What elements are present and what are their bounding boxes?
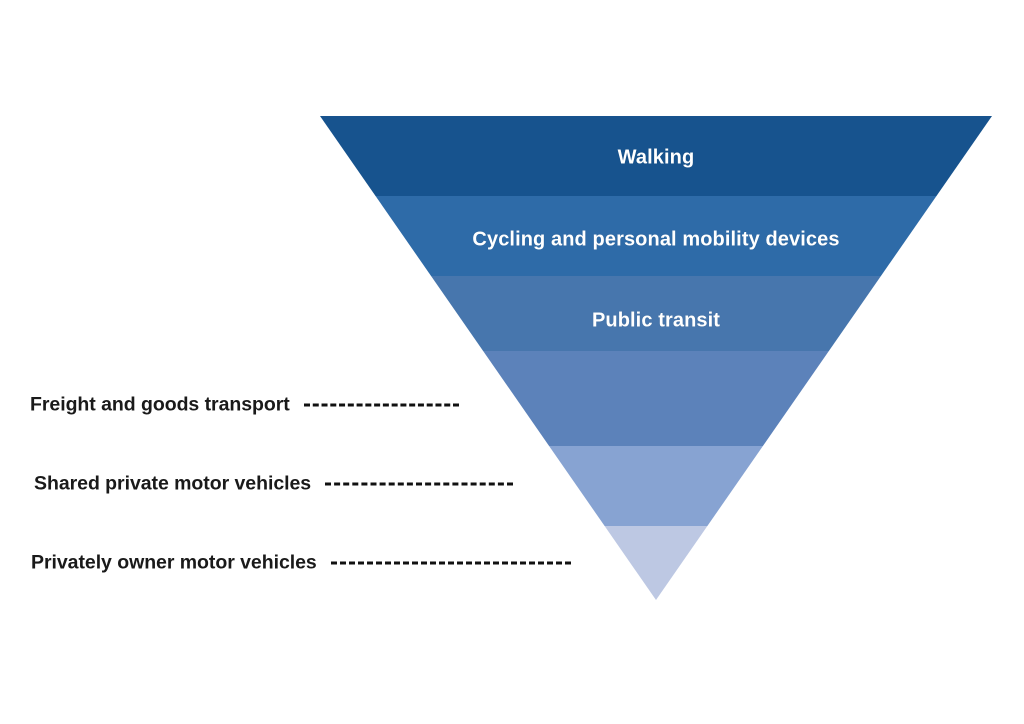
- callout-label-2: Shared private motor vehicles: [34, 472, 312, 495]
- band-label-2: Cycling and personal mobility devices: [472, 228, 840, 251]
- callout-row-3: Privately owner motor vehicles: [31, 552, 571, 575]
- pyramid-band-4[interactable]: [483, 351, 829, 446]
- pyramid-band-1[interactable]: [320, 116, 992, 196]
- callout-leader-line-3: [330, 561, 571, 565]
- callout-label-1: Freight and goods transport: [30, 393, 290, 416]
- pyramid-band-2[interactable]: [375, 196, 937, 276]
- pyramid-band-5[interactable]: [549, 446, 763, 526]
- callout-leader-line-2: [325, 482, 514, 486]
- callout-row-1: Freight and goods transport: [30, 394, 459, 417]
- pyramid-band-group: [320, 116, 992, 600]
- band-label-1: Walking: [617, 146, 695, 169]
- pyramid-band-6[interactable]: [604, 526, 708, 600]
- band-label-3: Public transit: [591, 309, 721, 332]
- callout-leader-line-1: [303, 403, 459, 407]
- callout-row-2: Shared private motor vehicles: [34, 472, 514, 496]
- pyramid-band-3[interactable]: [431, 276, 881, 351]
- callout-label-3: Privately owner motor vehicles: [31, 551, 317, 574]
